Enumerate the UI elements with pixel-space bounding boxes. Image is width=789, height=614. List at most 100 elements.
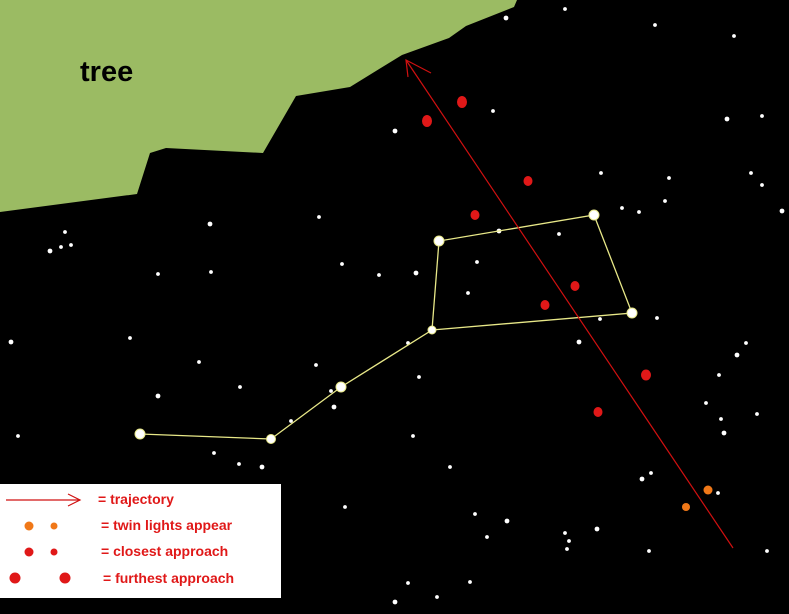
background-star (576, 339, 582, 345)
background-star (392, 599, 398, 605)
background-star (485, 535, 489, 539)
background-star (448, 465, 452, 469)
background-star (719, 417, 723, 421)
dipper-star (588, 209, 600, 221)
background-star (377, 273, 381, 277)
background-star (732, 34, 736, 38)
dipper-star (335, 381, 347, 393)
background-star (594, 526, 600, 532)
trajectory-arrow (405, 58, 734, 549)
legend-large-red-dots-icon (9, 572, 71, 584)
dipper-star (266, 434, 276, 444)
background-star (599, 171, 603, 175)
background-star (649, 471, 653, 475)
background-star (721, 430, 727, 436)
tree-label: tree (80, 56, 134, 88)
background-star (667, 176, 671, 180)
background-star (647, 549, 651, 553)
background-star (655, 316, 659, 320)
background-star (598, 317, 602, 321)
background-star (329, 389, 333, 393)
background-star (473, 512, 477, 516)
background-star (212, 451, 216, 455)
background-star (734, 352, 740, 358)
dipper-star (433, 235, 445, 247)
dipper-star (134, 428, 146, 440)
background-star (653, 23, 657, 27)
big-dipper-constellation (134, 209, 638, 444)
legend-label-furthest: = furthest approach (103, 570, 235, 586)
background-star (724, 116, 730, 122)
background-star (468, 580, 472, 584)
legend-small-red-dots-icon (24, 547, 58, 557)
background-star (755, 412, 759, 416)
background-star (491, 109, 495, 113)
dipper-star (427, 325, 437, 335)
background-star (392, 128, 398, 134)
background-star (475, 260, 479, 264)
background-star (59, 245, 63, 249)
background-star (717, 373, 721, 377)
background-star (760, 183, 764, 187)
background-star (760, 114, 764, 118)
background-star (128, 336, 132, 340)
red-light (540, 300, 550, 310)
background-star (557, 232, 561, 236)
background-star (637, 210, 641, 214)
red-light (422, 115, 432, 127)
legend-orange-dots-icon (24, 521, 58, 531)
red-light (523, 176, 533, 186)
background-star (466, 291, 470, 295)
background-star (565, 547, 569, 551)
background-star (563, 7, 567, 11)
background-star (343, 505, 347, 509)
background-star (435, 595, 439, 599)
legend-arrow-icon (6, 493, 82, 507)
background-star (413, 270, 419, 276)
background-star (63, 230, 67, 234)
background-star (411, 434, 415, 438)
background-star (563, 531, 567, 535)
red-light (593, 407, 603, 417)
red-light (570, 281, 580, 291)
background-star (259, 464, 265, 470)
background-star (237, 462, 241, 466)
background-star (207, 221, 213, 227)
background-stars (8, 7, 785, 605)
red-light (641, 369, 651, 381)
background-star (197, 360, 201, 364)
legend-symbols (6, 493, 82, 584)
red-light (457, 96, 467, 108)
tree-silhouette (0, 0, 517, 212)
background-star (744, 341, 748, 345)
background-star (567, 539, 571, 543)
background-star (663, 199, 667, 203)
legend-label-trajectory: = trajectory (98, 491, 174, 507)
observed-lights (422, 96, 713, 511)
background-star (504, 518, 510, 524)
background-star (314, 363, 318, 367)
background-star (8, 339, 14, 345)
background-star (69, 243, 73, 247)
background-star (289, 419, 293, 423)
dipper-star (626, 307, 638, 319)
background-star (779, 208, 785, 214)
background-star (238, 385, 242, 389)
background-star (340, 262, 344, 266)
background-star (503, 15, 509, 21)
background-star (639, 476, 645, 482)
background-star (47, 248, 53, 254)
background-star (155, 393, 161, 399)
background-star (704, 401, 708, 405)
legend: = trajectory = twin lights appear = clos… (0, 484, 281, 598)
background-star (765, 549, 769, 553)
background-star (417, 375, 421, 379)
background-star (16, 434, 20, 438)
legend-label-closest: = closest approach (101, 543, 229, 559)
legend-label-twin-lights: = twin lights appear (101, 517, 233, 533)
dipper-lines (139, 214, 633, 440)
background-star (406, 581, 410, 585)
background-star (620, 206, 624, 210)
orange-light (682, 503, 690, 511)
